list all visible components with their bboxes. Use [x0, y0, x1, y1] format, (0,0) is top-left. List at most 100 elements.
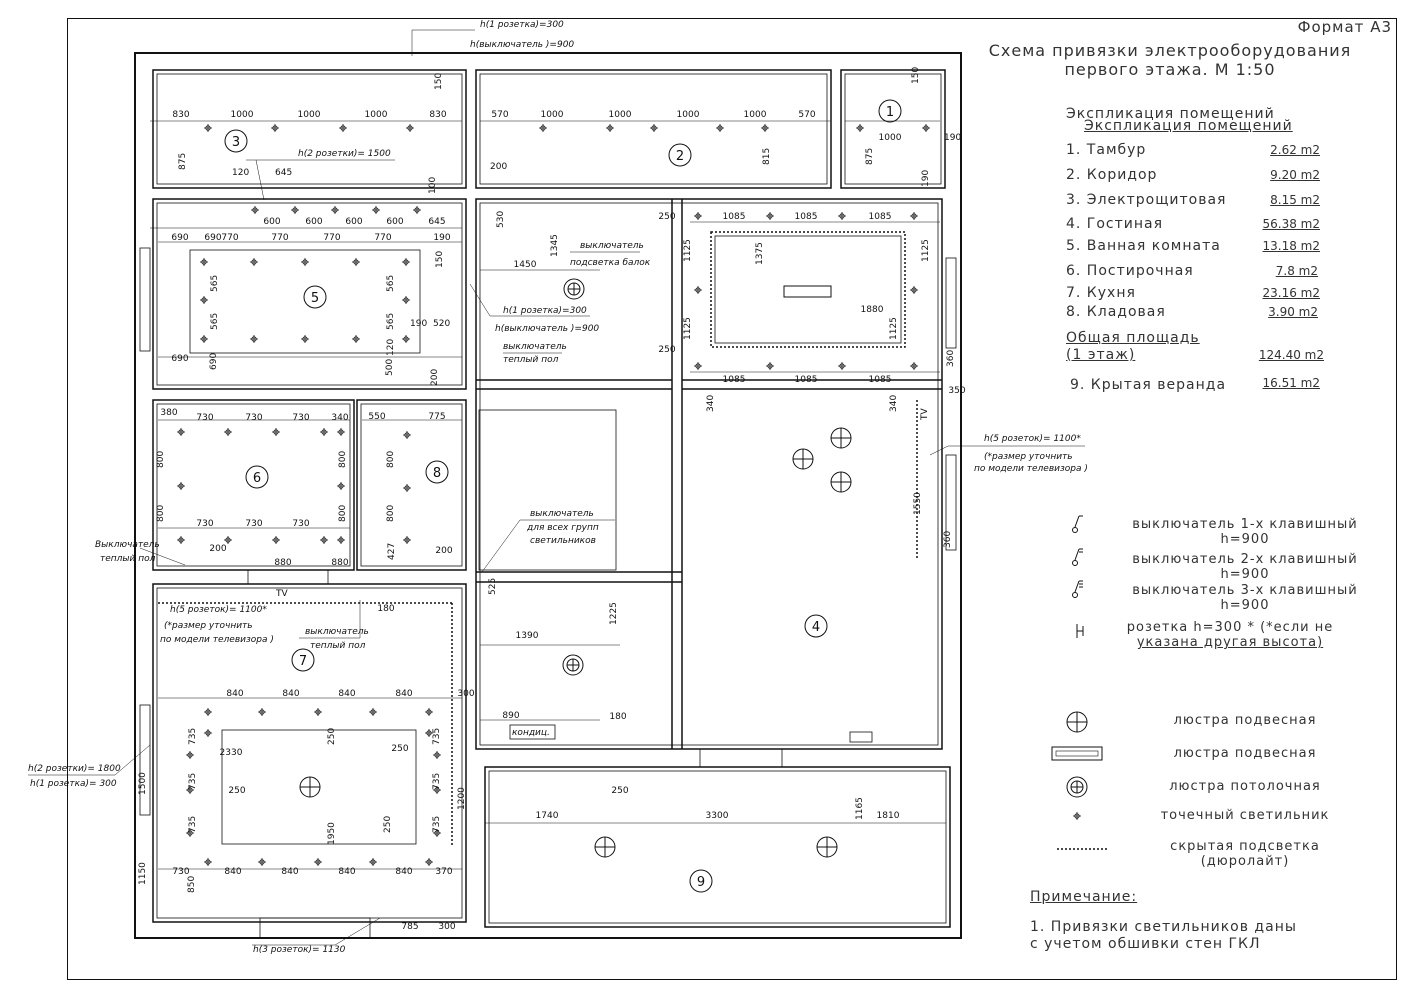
spot-light-cross — [352, 335, 360, 343]
dimension-value: 880 — [274, 558, 291, 568]
dimension-value: 360 — [943, 531, 953, 548]
spot-light-cross — [331, 206, 339, 214]
dimension-value: 735 — [432, 773, 442, 790]
pendant-fixtures — [224, 99, 1088, 893]
room-area-4: 56.38 m2 — [1262, 217, 1321, 231]
note-tv-sockets: по модели телевизора ) — [160, 635, 274, 645]
tv-mark: TV — [275, 589, 288, 599]
room-area-5: 13.18 m2 — [1262, 239, 1321, 253]
pendant-light-cross — [831, 472, 851, 492]
spot-light-cross — [200, 296, 208, 304]
spot-light-cross — [838, 362, 846, 370]
dimension-value: 800 — [156, 451, 166, 468]
dimension-value: 250 — [391, 744, 408, 754]
note-tv-sockets: (*размер уточнить — [984, 452, 1073, 462]
sheet-format: Формат А3 — [1297, 18, 1392, 36]
note-socket-height: h(1 розетка)=300 — [503, 306, 587, 316]
switch-icon — [1072, 592, 1078, 598]
dimension-value: 565 — [210, 275, 220, 292]
total-area-floor: (1 этаж) — [1066, 347, 1136, 363]
dimension-value: 770 — [374, 233, 391, 243]
dimension-value: 840 — [395, 867, 412, 877]
dimension-value: 1810 — [877, 811, 900, 821]
spot-light-cross — [224, 536, 232, 544]
spot-light-cross — [177, 482, 185, 490]
dimension-value: 730 — [292, 519, 309, 529]
dimension-value: 380 — [160, 408, 177, 418]
legend-switch3-text: выключатель 3-х клавишный — [1132, 583, 1358, 598]
drawing-title-line2: первого этажа. М 1:50 — [1064, 60, 1276, 79]
note-socket-height: h(1 розетка)= 300 — [30, 779, 117, 789]
spot-light-cross — [403, 484, 411, 492]
legend-hidden-label: скрытая подсветка(дюролайт) — [1120, 839, 1370, 869]
dimension-line — [114, 744, 151, 776]
spot-light-cross — [402, 296, 410, 304]
room-area-7: 23.16 m2 — [1262, 286, 1321, 300]
dimension-value: 180 — [609, 712, 626, 722]
dimension-value: 1000 — [541, 110, 564, 120]
dimension-value: 730 — [292, 413, 309, 423]
dimension-value: 730 — [172, 867, 189, 877]
dimension-value: 525 — [488, 578, 498, 595]
dimension-value: 360 — [946, 350, 956, 367]
dimension-value: 250 — [383, 816, 393, 833]
dimension-value: 250 — [658, 345, 675, 355]
room-number-circle — [224, 129, 248, 153]
room-number-circle — [668, 143, 692, 167]
spot-light-cross — [433, 829, 441, 837]
spot-light-cross — [606, 124, 614, 132]
dimension-value: 340 — [889, 395, 899, 412]
dimension-value: 800 — [386, 505, 396, 522]
spot-light-cross — [369, 708, 377, 716]
dimension-value: 1165 — [855, 797, 865, 820]
pendant-light-cross — [1071, 781, 1083, 793]
note-switch: подсветка балок — [570, 258, 651, 268]
spot-light-cross — [766, 362, 774, 370]
spot-light-cross — [910, 362, 918, 370]
dimension-value: 800 — [386, 451, 396, 468]
spot-light-cross — [403, 536, 411, 544]
spot-light-cross — [337, 428, 345, 436]
dimension-value: 1500 — [138, 772, 148, 795]
room-name-2: 2. Коридор — [1066, 167, 1158, 183]
room-number-circle — [303, 285, 327, 309]
spot-light-cross — [271, 124, 279, 132]
dimension-value: 800 — [338, 505, 348, 522]
room-number: 2 — [676, 149, 684, 164]
spot-light-cross — [339, 124, 347, 132]
total-area-label: Общая площадь — [1066, 330, 1200, 346]
switch-icon-arm — [1074, 515, 1080, 528]
room-area-2: 9.20 m2 — [1270, 168, 1320, 182]
dimension-value: 1000 — [365, 110, 388, 120]
dimension-value: 730 — [245, 413, 262, 423]
room-number-circle — [689, 869, 713, 893]
dimension-value: 1225 — [609, 602, 619, 625]
room-number: 5 — [311, 291, 319, 306]
dimension-value: 300 — [457, 689, 474, 699]
dimension-value: 1740 — [536, 811, 559, 821]
dimension-value: 1345 — [550, 234, 560, 257]
spot-light-cross — [250, 335, 258, 343]
spot-light-cross — [402, 335, 410, 343]
dimension-value: 645 — [275, 168, 292, 178]
switch-icon — [1072, 560, 1078, 566]
spot-light-cross — [433, 786, 441, 794]
dimension-value: 190 — [410, 319, 427, 329]
note-tv-sockets: h(5 розеток)= 1100* — [170, 605, 267, 615]
dimension-value: 1450 — [514, 260, 537, 270]
room-name-4: 4. Гостиная — [1066, 216, 1164, 232]
spot-light-cross — [186, 751, 194, 759]
spot-lights — [177, 124, 1081, 866]
dimension-value: 150 — [434, 73, 444, 90]
legend-socket-text2: указана другая высота) — [1136, 635, 1324, 650]
spot-light-cross — [272, 428, 280, 436]
drawing-title: Схема привязки электрооборудования перво… — [970, 41, 1370, 79]
spot-light-cross — [425, 858, 433, 866]
pendant-light-cross — [793, 449, 813, 469]
spot-light-cross — [272, 536, 280, 544]
room-area-3: 8.15 m2 — [1270, 193, 1320, 207]
dimension-value: 350 — [948, 386, 965, 396]
dimension-value: 690 — [204, 233, 221, 243]
